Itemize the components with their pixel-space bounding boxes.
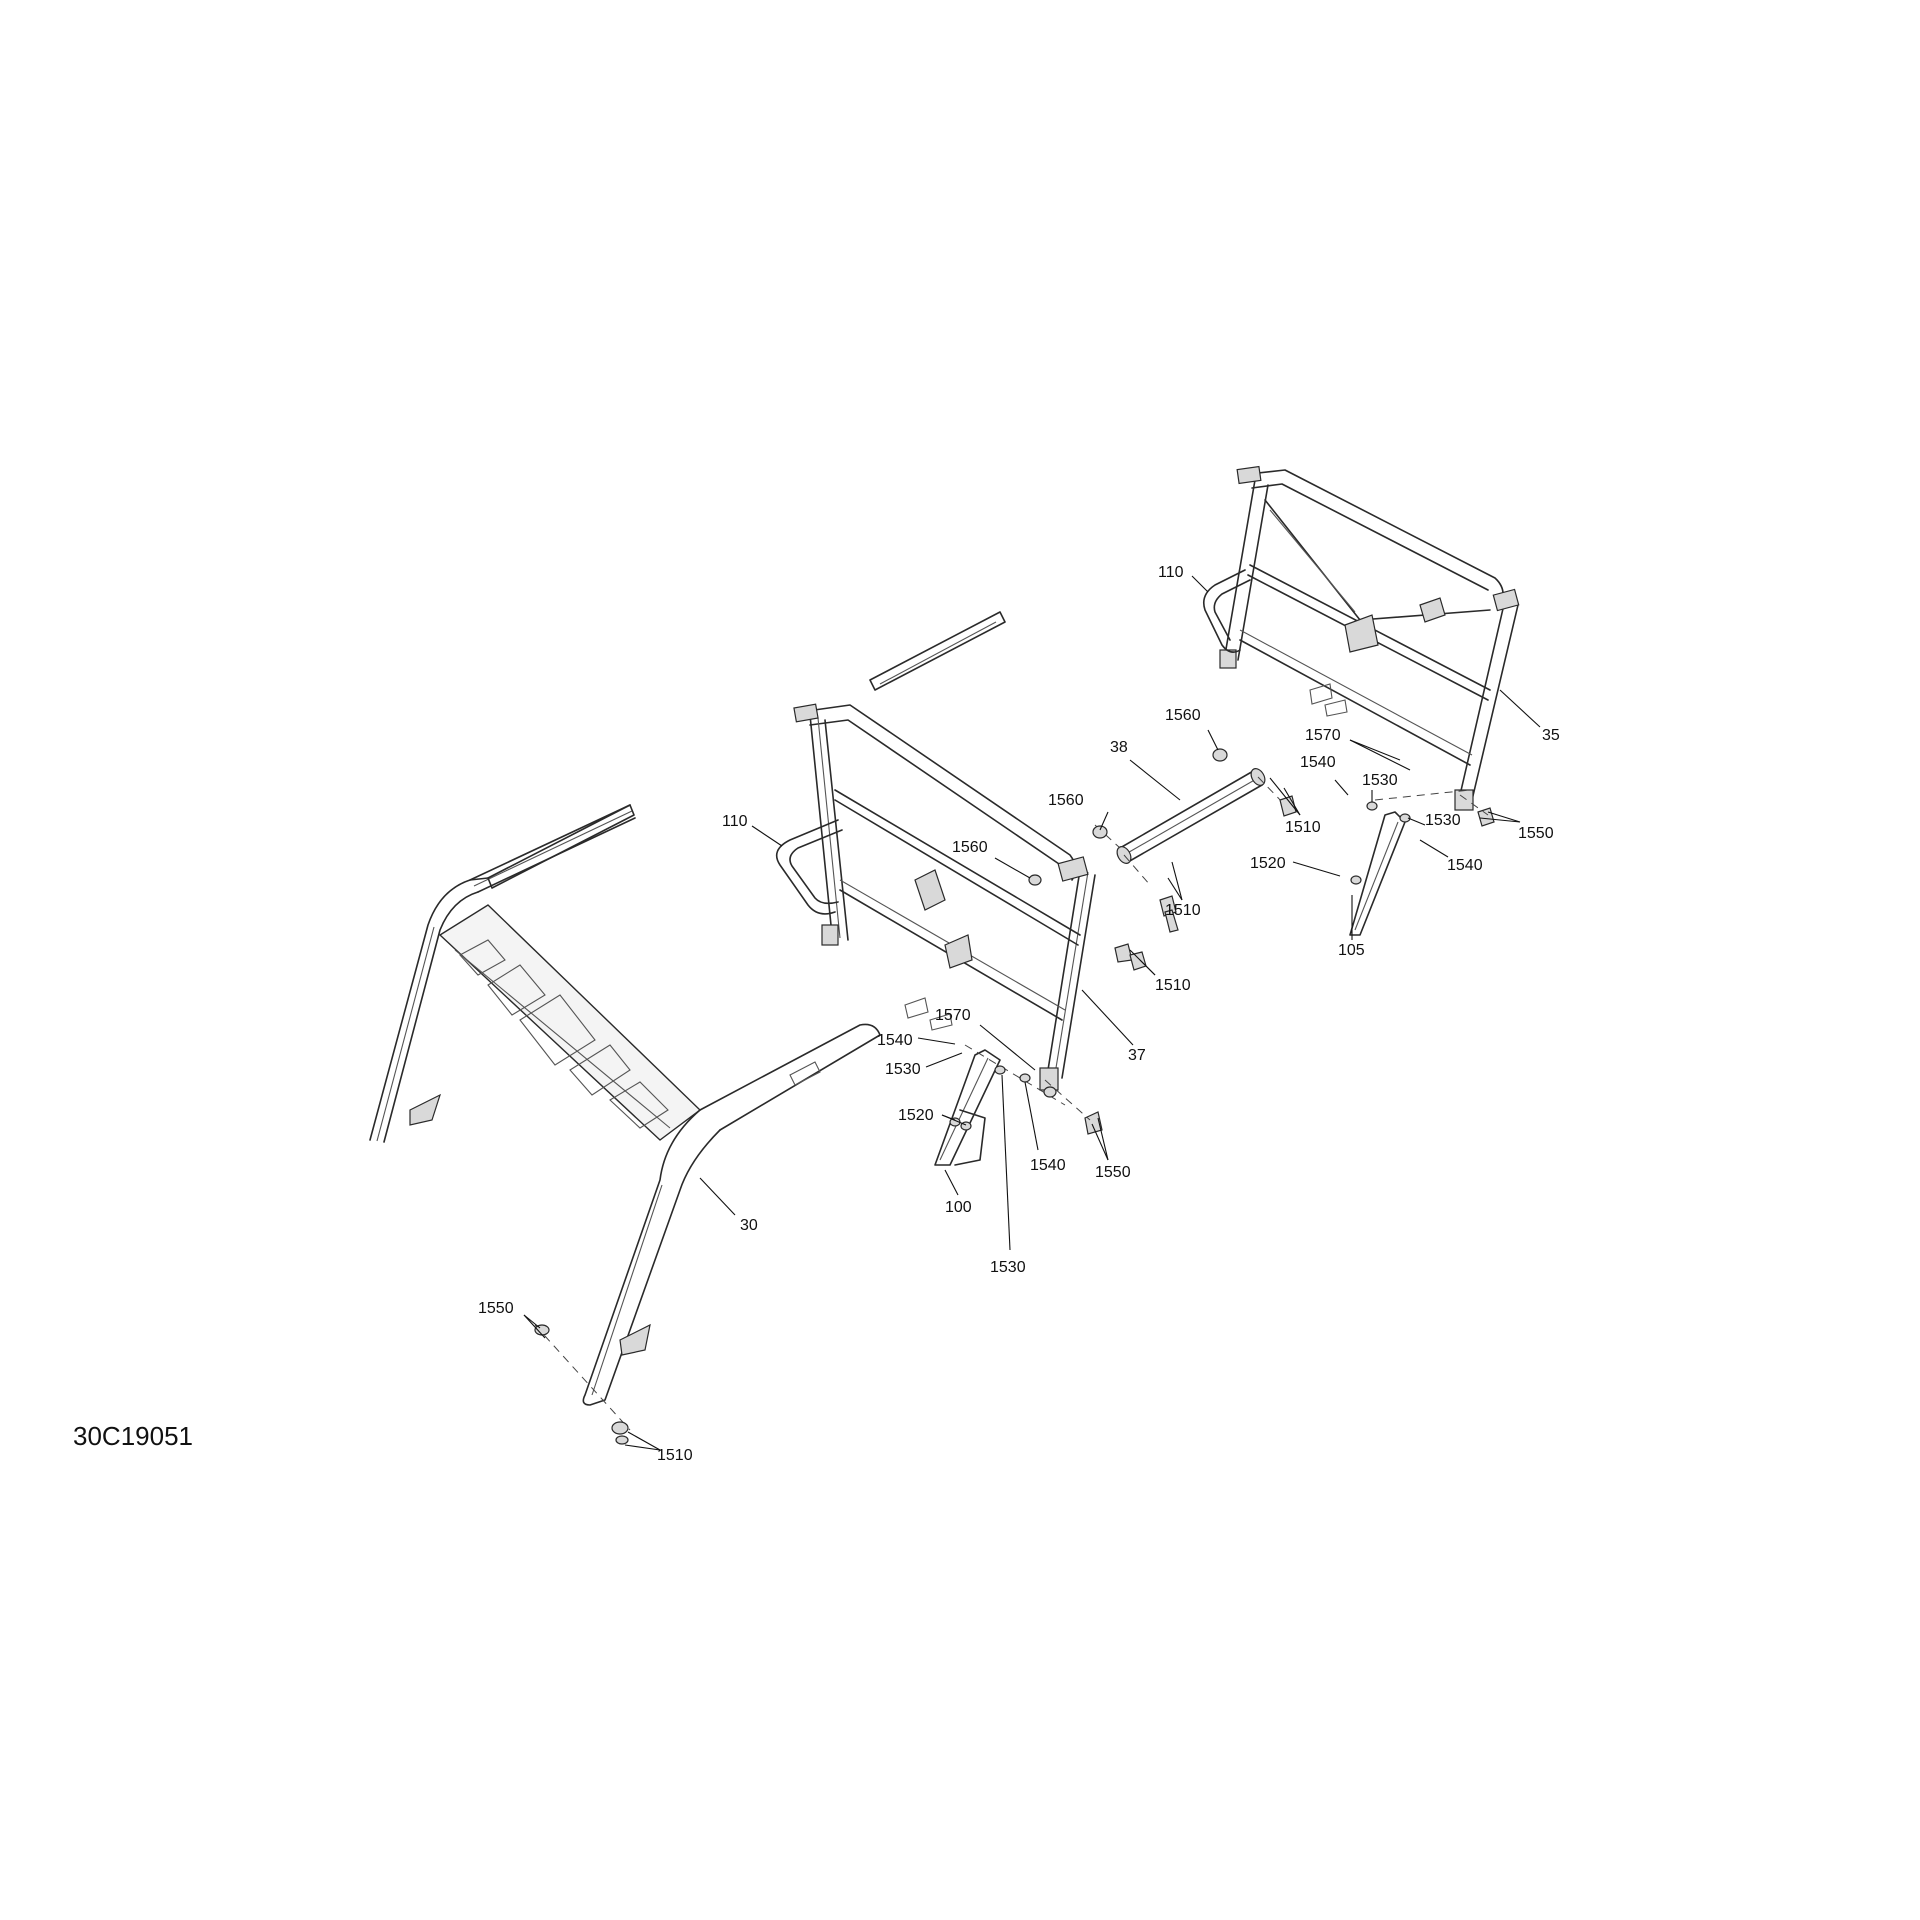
callout-1530-bracket-105-lower: 1530 [1425, 812, 1461, 829]
callout-105: 105 [1338, 942, 1365, 959]
bracket-part-100 [934, 1044, 1066, 1166]
callout-1510-middle-frame: 1510 [1155, 977, 1191, 994]
callout-35: 35 [1542, 727, 1560, 744]
callout-1550-middle-frame: 1550 [1095, 1164, 1131, 1181]
callout-1520-bracket-100: 1520 [898, 1107, 934, 1124]
middle-frame-part-37 [793, 703, 1096, 1091]
front-roll-cage-part-30 [369, 804, 881, 1445]
callout-37: 37 [1128, 1047, 1146, 1064]
callout-110-rear: 110 [1158, 564, 1184, 581]
callout-1560-crossbar-lower: 1560 [1048, 792, 1084, 809]
callout-110-middle: 110 [722, 813, 748, 830]
callout-labels: 30 35 37 38 100 105 110 110 1510 1510 15… [478, 564, 1560, 1464]
callout-30: 30 [740, 1217, 758, 1234]
callout-1540-bracket-100-lower: 1540 [1030, 1157, 1066, 1174]
callout-100: 100 [945, 1199, 972, 1216]
callout-38: 38 [1110, 739, 1128, 756]
callout-1550-rear-frame: 1550 [1518, 825, 1554, 842]
callout-1510-bottom: 1510 [657, 1447, 693, 1464]
side-loop-part-110-middle [775, 819, 843, 915]
fasteners [1028, 748, 1495, 1135]
callout-1540-bracket-100-upper: 1540 [877, 1032, 913, 1049]
rear-frame-part-35 [1219, 465, 1520, 811]
callout-1560-middle-frame: 1560 [952, 839, 988, 856]
leader-lines [523, 575, 1541, 1451]
callout-1520-bracket-105: 1520 [1250, 855, 1286, 872]
callout-1570-bracket-100: 1570 [935, 1007, 971, 1024]
callout-1510-crossbar-lower: 1510 [1165, 902, 1201, 919]
callout-1530-bracket-100-upper: 1530 [885, 1061, 921, 1078]
crossbar-part-38 [1094, 768, 1286, 886]
callout-1540-bracket-105-upper: 1540 [1300, 754, 1336, 771]
callout-1550-bottom: 1550 [478, 1300, 514, 1317]
callout-1530-bracket-100-lower: 1530 [990, 1259, 1026, 1276]
callout-1560-crossbar-upper: 1560 [1165, 707, 1201, 724]
side-loop-part-110-rear [1202, 569, 1251, 653]
callout-1510-crossbar-upper: 1510 [1285, 819, 1321, 836]
callout-1540-bracket-105-lower: 1540 [1447, 857, 1483, 874]
bracket-part-105 [1349, 789, 1471, 936]
figure-id: 30C19051 [73, 1421, 193, 1451]
callout-1570-bracket-105: 1570 [1305, 727, 1341, 744]
seal-strips [487, 611, 1006, 889]
callout-1530-bracket-105-upper: 1530 [1362, 772, 1398, 789]
